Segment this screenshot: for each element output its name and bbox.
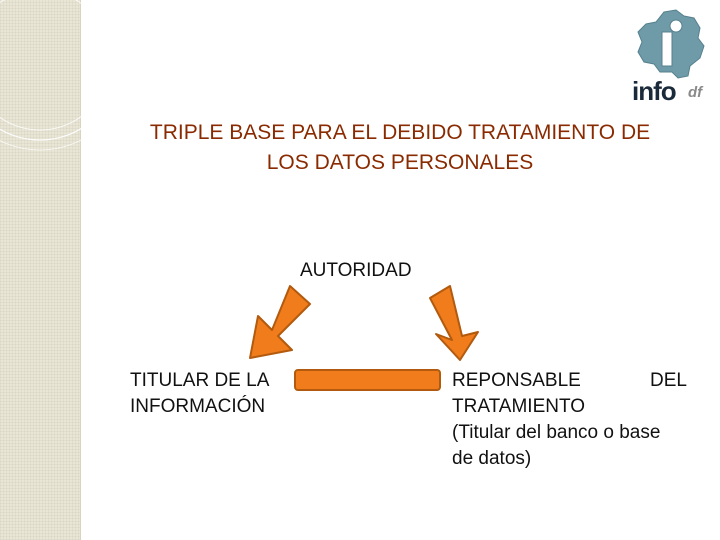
arrow-right-down-icon xyxy=(429,285,479,361)
node-titular: TITULAR DE LA INFORMACIÓN xyxy=(130,368,269,420)
node-responsable-line-3: (Titular del banco o base xyxy=(452,422,661,443)
node-titular-line-2: INFORMACIÓN xyxy=(130,396,266,417)
title-line-2: LOS DATOS PERSONALES xyxy=(266,151,534,174)
node-autoridad: AUTORIDAD xyxy=(300,260,412,281)
horizontal-connector-bar xyxy=(294,369,441,391)
node-responsable-line-2: TRATAMIENTO xyxy=(452,396,585,417)
title-line-1: TRIPLE BASE PARA EL DEBIDO TRATAMIENTO D… xyxy=(149,121,651,144)
infodf-logo-map-icon xyxy=(637,9,705,79)
node-responsable-line-1b: DEL xyxy=(650,370,687,391)
page-title: TRIPLE BASE PARA EL DEBIDO TRATAMIENTO D… xyxy=(100,118,700,178)
decorative-rings xyxy=(0,0,131,151)
node-responsable-line-4: de datos) xyxy=(452,448,532,469)
node-responsable: REPONSABLE DEL TRATAMIENTO (Titular del … xyxy=(452,368,687,472)
logo-suffix: df xyxy=(688,84,703,101)
node-responsable-line-1a: REPONSABLE xyxy=(452,370,581,391)
arrow-left-down-icon xyxy=(249,285,311,359)
logo-wordmark: info xyxy=(632,76,677,106)
decorative-side-strip xyxy=(0,0,81,540)
node-titular-line-1: TITULAR DE LA xyxy=(130,370,270,391)
